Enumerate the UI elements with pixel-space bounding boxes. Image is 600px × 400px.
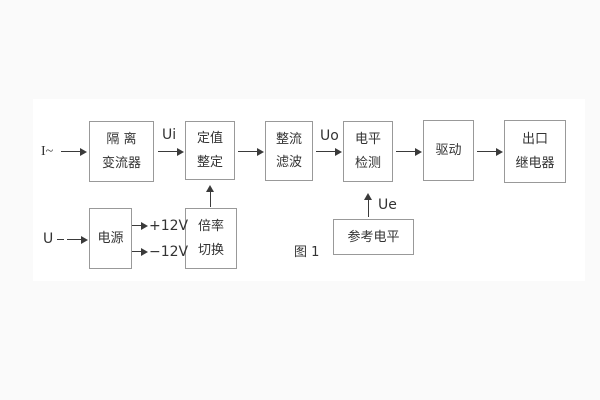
block-level-detection: 电平 检测	[343, 121, 393, 182]
block-rectify-line1: 整流	[275, 131, 302, 147]
block-reference-label: 参考电平	[347, 229, 400, 245]
label-ui: Ui	[162, 127, 177, 143]
block-isolation-transformer: 隔 离 变流器	[89, 121, 154, 182]
arrow-drive-to-output	[477, 147, 503, 156]
arrow-level-to-drive	[396, 147, 422, 156]
block-level-line1: 电平	[354, 132, 381, 147]
block-level-line2: 检测	[354, 156, 381, 171]
arrow-voltage-to-power	[67, 235, 88, 244]
arrow-isolation-to-setting	[158, 147, 184, 156]
block-isolation-line1: 隔 离	[106, 132, 137, 147]
line-voltage-dash	[57, 239, 64, 240]
label-uo: Uo	[320, 128, 339, 144]
block-ratio-line1: 倍率	[197, 219, 224, 234]
block-power-supply: 电源	[89, 208, 132, 269]
block-drive-label: 驱动	[435, 143, 462, 158]
block-setting-line2: 整定	[196, 154, 223, 170]
block-output-relay-line1: 出口	[521, 131, 548, 147]
label-ue: Ue	[378, 197, 397, 213]
block-rectifier-filter: 整流 滤波	[265, 121, 313, 181]
block-output-relay-line2: 继电器	[515, 156, 555, 172]
figure-caption: 图 1	[294, 245, 320, 260]
block-setting-line1: 定值	[196, 131, 223, 147]
label-current-input: I~	[41, 144, 54, 159]
arrow-current-to-isolation	[61, 147, 87, 156]
label-voltage-input: U	[43, 231, 54, 247]
block-power-label: 电源	[97, 231, 124, 246]
block-reference-level: 参考电平	[333, 219, 414, 255]
block-ratio-line2: 切换	[197, 243, 224, 258]
arrow-rectifier-to-level	[316, 147, 342, 156]
block-isolation-line2: 变流器	[101, 156, 141, 171]
arrow-ratio-to-setting	[206, 185, 214, 207]
diagram-area: 隔 离 变流器 定值 整定 整流 滤波 电平 检测 驱动 出口 继电器 电源 倍…	[33, 99, 585, 281]
arrow-power-minus12	[132, 247, 148, 256]
arrow-reference-to-level	[364, 193, 372, 217]
block-drive: 驱动	[423, 120, 474, 181]
label-minus12v: −12V	[149, 244, 189, 260]
block-output-relay: 出口 继电器	[504, 120, 566, 183]
label-plus12v: +12V	[149, 218, 189, 234]
block-ratio-switch: 倍率 切换	[185, 208, 237, 269]
block-setting-adjust: 定值 整定	[185, 121, 235, 180]
block-rectify-line2: 滤波	[275, 155, 302, 171]
arrow-setting-to-rectifier	[238, 147, 264, 156]
arrow-power-plus12	[132, 221, 148, 230]
